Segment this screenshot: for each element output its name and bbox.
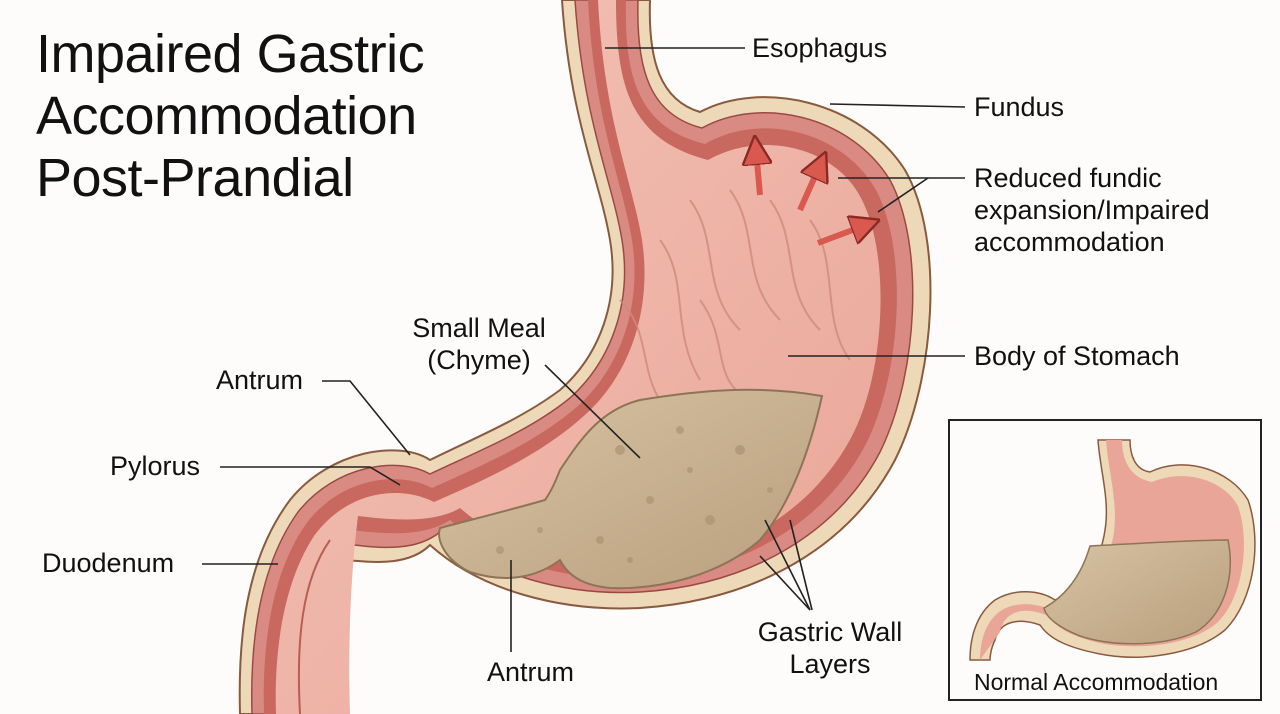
duodenum-fold: [297, 539, 331, 714]
label-reduced-line-1: Reduced fundic: [974, 163, 1162, 193]
inset-frame: [948, 419, 1262, 701]
label-duodenum: Duodenum: [42, 548, 175, 578]
chyme-texture: [496, 426, 773, 563]
label-antrum-upper: Antrum: [216, 365, 304, 395]
label-body-of-stomach: Body of Stomach: [974, 341, 1180, 371]
label-esophagus: Esophagus: [752, 33, 888, 63]
title-line-2: Accommodation: [36, 86, 417, 146]
label-reduced-line-3: accommodation: [974, 227, 1165, 257]
leader-wall-2: [789, 519, 813, 611]
leader-meal: [544, 364, 641, 459]
inset-stomach: [969, 439, 1256, 661]
label-meal-line-1: Small Meal: [412, 313, 546, 343]
label-gastric-wall-line-2: Layers: [789, 649, 871, 679]
leader-antrum-upper: [322, 380, 411, 456]
label-pylorus: Pylorus: [110, 451, 201, 481]
label-gastric-wall-line-1: Gastric Wall: [757, 617, 903, 647]
inset-caption: Normal Accommodation: [974, 669, 1219, 695]
label-reduced-line-2: expansion/Impaired: [974, 195, 1210, 225]
label-meal-line-2: (Chyme): [427, 345, 531, 375]
leader-wall-3: [759, 555, 811, 611]
leader-wall-1: [764, 519, 811, 611]
title-line-3: Post-Prandial: [36, 148, 354, 208]
expansion-arrows: [756, 150, 866, 246]
arrow-1: [756, 150, 760, 196]
inset-chyme: [1043, 539, 1231, 645]
label-antrum-lower: Antrum: [487, 657, 575, 687]
chyme-mass: [438, 388, 824, 590]
arrow-3: [816, 225, 866, 246]
arrow-2: [797, 165, 820, 212]
leader-pylorus: [220, 466, 401, 486]
title-line-1: Impaired Gastric: [36, 24, 425, 84]
label-fundus: Fundus: [974, 92, 1065, 122]
leader-reduced-2: [877, 177, 929, 213]
leader-fundus: [829, 103, 966, 108]
leader-lines: [202, 47, 966, 652]
